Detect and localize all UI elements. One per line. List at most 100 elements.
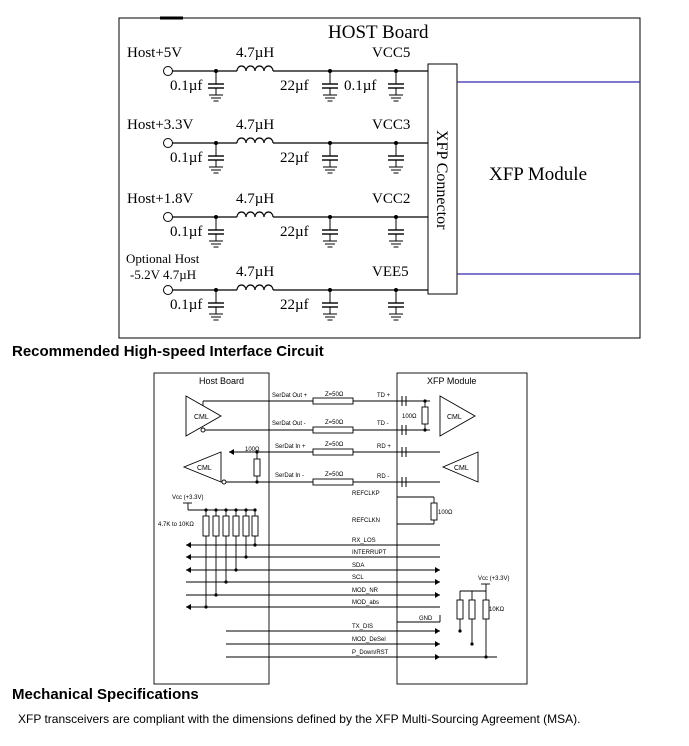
td-minus: TD - bbox=[377, 421, 389, 427]
module-pullup-label: 10KΩ bbox=[489, 607, 505, 613]
host-board-title: HOST Board bbox=[328, 22, 429, 43]
module-rx-buffer bbox=[439, 395, 476, 437]
module-pullup-node-2 bbox=[470, 642, 474, 646]
cap2-label: 22µf bbox=[280, 224, 309, 240]
td-plus: TD + bbox=[377, 393, 391, 399]
signal-label-5: MOD_NR bbox=[352, 588, 379, 594]
inductor-coil bbox=[263, 65, 274, 72]
module-rx-cml-label: CML bbox=[447, 414, 462, 421]
serdat-out-minus: SerDat Out - bbox=[272, 421, 306, 427]
module-pullup-node-3 bbox=[484, 655, 488, 659]
tx-minus-trace bbox=[312, 426, 354, 434]
signal-label-6: MOD_abs bbox=[352, 600, 379, 606]
signal-label-3: SDA bbox=[352, 563, 364, 569]
module-pullup-node-1 bbox=[458, 629, 462, 633]
signal-arrow-right-7 bbox=[435, 628, 440, 634]
signal-label-4: SCL bbox=[352, 575, 364, 581]
rx-term-label: 100Ω bbox=[245, 447, 260, 453]
xfp-module-box bbox=[396, 372, 528, 685]
host-board-box bbox=[153, 372, 270, 685]
host-rx-buffer bbox=[182, 451, 222, 483]
rx-termination-resistor bbox=[253, 458, 261, 477]
host-tx-cml-label: CML bbox=[194, 414, 209, 421]
pullup-node-6 bbox=[204, 605, 208, 609]
xfp-module-label: XFP Module bbox=[489, 164, 587, 185]
signal-arrow-left-6 bbox=[186, 604, 191, 610]
host-rx-invert-bubble bbox=[221, 479, 227, 485]
cap1-label: 0.1µf bbox=[170, 150, 202, 166]
module-pullup-resistor-1 bbox=[456, 599, 464, 620]
host-tx-invert-bubble bbox=[200, 427, 206, 433]
inductor-label: 4.7µH bbox=[236, 264, 274, 280]
power-row-3: Host+1.8V 4.7µH 0.1µf 22µf VCC2 bbox=[127, 191, 428, 248]
cap1-label: 0.1µf bbox=[170, 297, 202, 313]
input-label: Host+1.8V bbox=[127, 191, 194, 207]
module-tx-cml-label: CML bbox=[454, 465, 469, 472]
mechanical-text: XFP transceivers are compliant with the … bbox=[18, 712, 581, 726]
tx-plus-z: Z=50Ω bbox=[325, 392, 344, 398]
rx-plus-z: Z=50Ω bbox=[325, 442, 344, 448]
rx-minus-z: Z=50Ω bbox=[325, 472, 344, 478]
host-rx-cml-label: CML bbox=[197, 465, 212, 472]
tx-termination-resistor bbox=[421, 406, 429, 425]
host-pullup-resistor-3 bbox=[222, 515, 230, 537]
host-pullup-resistor-5 bbox=[242, 515, 250, 537]
input-label-line1: Optional Host bbox=[126, 251, 200, 266]
pullup-node-3 bbox=[234, 568, 238, 572]
pullup-node-5 bbox=[214, 593, 218, 597]
inductor-coil bbox=[263, 211, 274, 218]
module-vcc-label: Vcc (+3.3V) bbox=[478, 576, 510, 582]
signal-label-9: P_Down/RST bbox=[352, 650, 389, 656]
cap1-label: 0.1µf bbox=[170, 224, 202, 240]
inductor-label: 4.7µH bbox=[236, 117, 274, 133]
cap2-label: 22µf bbox=[280, 78, 309, 94]
xfp-module-label-small: XFP Module bbox=[427, 376, 476, 386]
tx-minus-z: Z=50Ω bbox=[325, 420, 344, 426]
signal-label-2: INTERRUPT bbox=[352, 550, 387, 556]
input-label-line2: -5.2V 4.7µH bbox=[130, 267, 196, 282]
rail-label: VCC2 bbox=[372, 191, 410, 207]
serdat-in-plus: SerDat In + bbox=[275, 444, 306, 450]
signal-arrow-left-2 bbox=[186, 554, 191, 560]
signal-arrow-right-8 bbox=[435, 641, 440, 647]
rd-plus: RD + bbox=[377, 444, 391, 450]
pullup-node-1 bbox=[253, 543, 257, 547]
rail-label: VCC3 bbox=[372, 117, 410, 133]
host-pullup-resistor-6 bbox=[251, 515, 259, 537]
signal-label-7: TX_DIS bbox=[352, 624, 373, 630]
rail-label: VCC5 bbox=[372, 45, 410, 61]
host-pullup-resistor-1 bbox=[202, 515, 210, 537]
rd-minus: RD - bbox=[377, 474, 389, 480]
inductor-coil bbox=[263, 284, 274, 291]
signal-label-8: MOD_DeSel bbox=[352, 637, 386, 643]
mechanical-heading: Mechanical Specifications bbox=[12, 686, 199, 703]
pullup-node-2 bbox=[244, 555, 248, 559]
module-tx-buffer bbox=[441, 451, 479, 483]
host-pullup-range-label: 4.7K to 10KΩ bbox=[158, 522, 194, 528]
rx-plus-trace bbox=[312, 448, 354, 456]
signal-arrow-left-1 bbox=[186, 542, 191, 548]
input-label: Host+5V bbox=[127, 45, 182, 61]
signal-arrow-left-3 bbox=[186, 567, 191, 573]
rx-plus-arrow bbox=[229, 449, 234, 455]
host-pullup-resistor-2 bbox=[212, 515, 220, 537]
input-label: Host+3.3V bbox=[127, 117, 194, 133]
signal-label-1: RX_LOS bbox=[352, 538, 376, 544]
serdat-in-minus: SerDat In - bbox=[275, 473, 304, 479]
host-board-frame bbox=[118, 17, 641, 339]
inductor-label: 4.7µH bbox=[236, 191, 274, 207]
host-vcc-label: Vcc (+3.3V) bbox=[172, 495, 204, 501]
host-tx-buffer bbox=[185, 395, 222, 437]
host-board-label: Host Board bbox=[199, 376, 244, 386]
gnd-label: GND bbox=[419, 616, 433, 622]
module-pullup-resistor-2 bbox=[468, 599, 476, 620]
inductor-coil bbox=[263, 137, 274, 144]
serdat-out-plus: SerDat Out + bbox=[272, 393, 308, 399]
signal-arrow-right-5 bbox=[435, 592, 440, 598]
signal-arrow-right-4 bbox=[435, 579, 440, 585]
